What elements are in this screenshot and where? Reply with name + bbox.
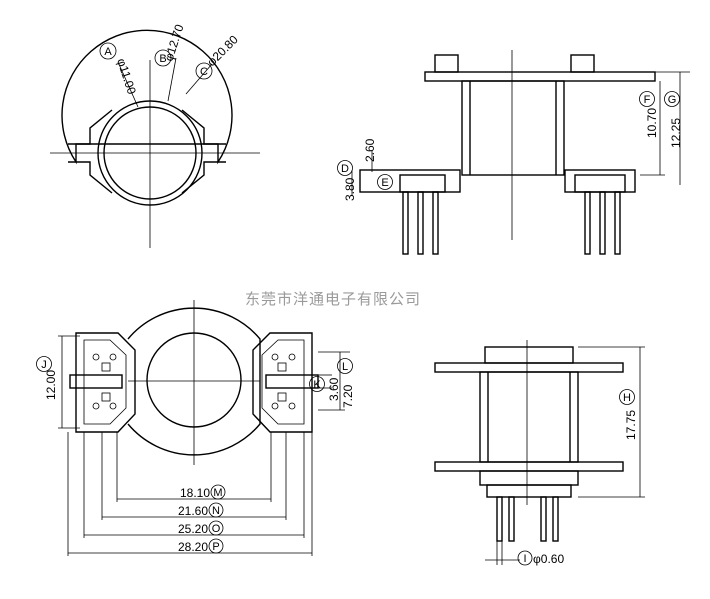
dim-a-letter: A [104,46,112,58]
dim-j: J 12.00 [36,356,58,400]
dim-k: K 3.60 [309,376,341,401]
dim-p-letter: P [212,541,219,553]
dim-f-value: 10.70 [645,108,659,138]
dim-o-value: 25.20 [178,522,208,536]
dim-f-letter: F [644,94,651,106]
dim-h-letter: H [623,392,631,404]
dim-o: 25.20 O [178,520,224,536]
dim-j-letter: J [41,359,47,371]
dim-m-value: 18.10 [180,486,210,500]
dim-b-letter: B [159,53,166,65]
dim-e: E 2.60 [363,138,393,190]
dim-a: A φ11.00 [99,42,139,97]
dim-e-value: 2.60 [363,138,377,162]
dim-k-value: 3.60 [327,377,341,401]
dim-d-letter: D [341,163,349,175]
side-view: D 3.80 E 2.60 F 10.70 G 12.25 [337,50,690,255]
dim-g-letter: G [668,94,677,106]
dim-i-value: φ0.60 [533,552,564,566]
dim-p-value: 28.20 [178,540,208,554]
dim-a-value: φ11.00 [114,57,139,97]
dim-i: I φ0.60 [517,550,564,566]
dim-j-value: 12.00 [44,370,58,400]
dim-i-letter: I [523,553,526,565]
dim-g: G 12.25 [664,91,683,148]
dim-n-value: 21.60 [178,504,208,518]
bottom-view: J 12.00 K 3.60 L 7.20 [36,300,355,556]
dim-p: 28.20 P [178,538,224,554]
dim-l-value: 7.20 [341,384,355,408]
front-view: H 17.75 I φ0.60 [434,340,645,566]
dim-d: D 3.80 [337,160,357,201]
dim-b: B φ12.70 [154,22,187,67]
dim-b-value: φ12.70 [162,22,187,63]
dim-f: F 10.70 [639,91,659,138]
top-view: A φ11.00 B φ12.70 C φ20.80 [50,22,260,248]
dim-g-value: 12.25 [669,118,683,148]
dim-m-letter: M [213,487,222,499]
dim-h-value: 17.75 [624,410,638,440]
dim-l: L 7.20 [337,358,355,408]
dim-o-letter: O [212,523,221,535]
dim-e-letter: E [381,177,388,189]
dim-c: C φ20.80 [195,32,241,80]
dim-n-letter: N [212,505,220,517]
dim-k-letter: K [313,379,321,391]
dim-m: 18.10 M [180,484,226,500]
dim-h: H 17.75 [619,389,638,440]
dim-l-letter: L [342,361,348,373]
company-name: 东莞市洋通电子有限公司 [245,290,421,308]
dim-n: 21.60 N [178,502,224,518]
dim-d-value: 3.80 [343,177,357,201]
dim-c-value: φ20.80 [204,32,241,69]
dim-c-letter: C [200,66,208,78]
